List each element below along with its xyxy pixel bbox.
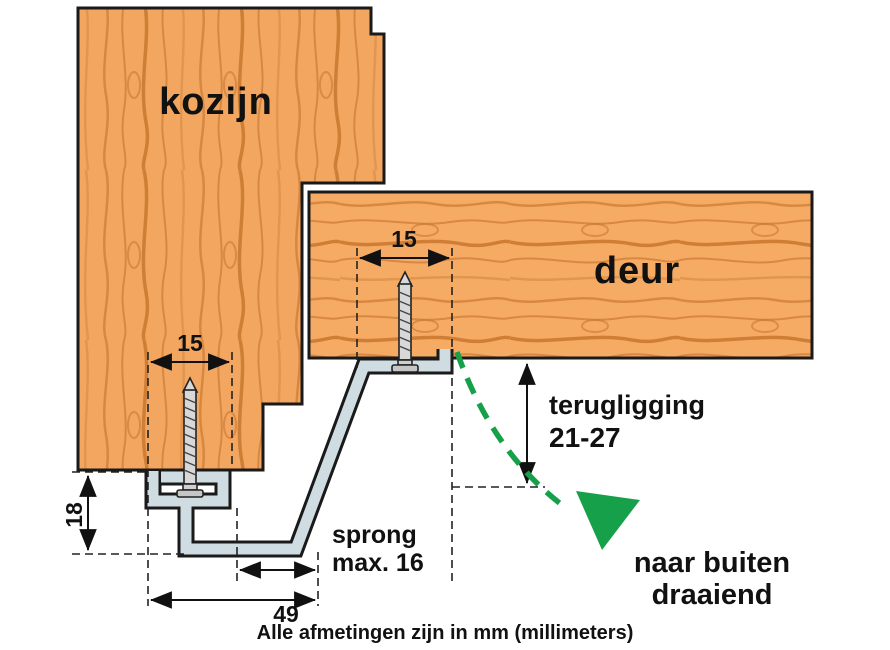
swing-label-line1: naar buiten bbox=[634, 547, 790, 579]
threshold-profile bbox=[144, 349, 454, 558]
swing-arc bbox=[454, 351, 568, 511]
door-screw bbox=[391, 270, 419, 373]
setback-label-line1: terugligging bbox=[549, 390, 705, 420]
extension-lines bbox=[72, 248, 545, 606]
dim-profile-width-value: 49 bbox=[273, 601, 299, 627]
swing-direction-arrowhead-icon bbox=[576, 491, 640, 550]
frame-label: kozijn bbox=[159, 81, 273, 123]
dim-door-screw-value: 15 bbox=[391, 226, 417, 252]
step-label-line2: max. 16 bbox=[332, 549, 424, 577]
dim-profile-height-value: 18 bbox=[61, 502, 87, 528]
caption: Alle afmetingen zijn in mm (millimeters) bbox=[257, 622, 634, 644]
dimension-lines bbox=[79, 249, 536, 609]
setback-label-line2: 21-27 bbox=[549, 422, 621, 453]
step-label-line1: sprong bbox=[332, 521, 417, 549]
door-label: deur bbox=[594, 250, 680, 292]
frame-screw bbox=[176, 376, 204, 498]
dim-frame-screw-value: 15 bbox=[177, 330, 203, 356]
swing-label-line2: draaiend bbox=[652, 579, 773, 611]
door-wood bbox=[307, 190, 814, 360]
